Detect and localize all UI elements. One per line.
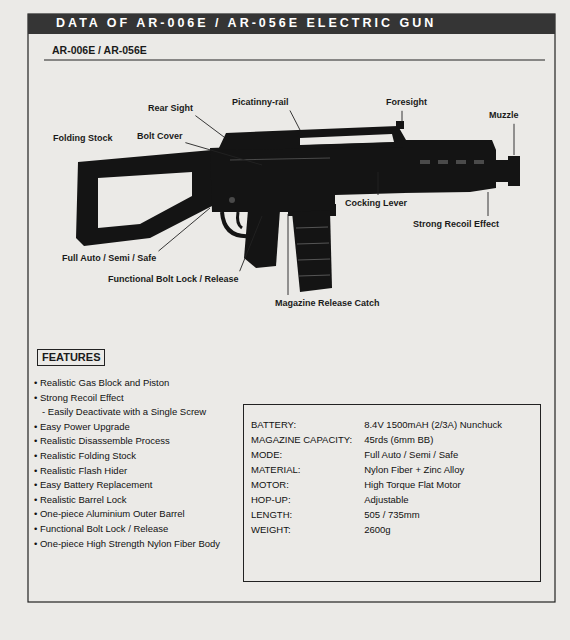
spec-cell: Adjustable (364, 494, 408, 505)
spec-cell: MATERIAL: (251, 464, 300, 475)
spec-cell: 2600g (364, 524, 390, 535)
pistol-grip (244, 210, 280, 268)
spec-cell: BATTERY: (251, 419, 296, 430)
spec-cell: Nylon Fiber + Zinc Alloy (364, 464, 464, 475)
spec-cell: 505 / 735mm (364, 509, 419, 520)
part-label: Foresight (386, 97, 427, 108)
spec-cell: Full Auto / Semi / Safe (364, 449, 458, 460)
leader-line (402, 111, 403, 122)
leader-line (290, 110, 300, 130)
header-bar (28, 14, 555, 34)
part-label: Picatinny-rail (232, 97, 289, 108)
part-label: Bolt Cover (137, 131, 183, 142)
handguard (403, 140, 496, 193)
part-label: Cocking Lever (345, 198, 407, 209)
part-label: Full Auto / Semi / Safe (62, 253, 156, 264)
rib (299, 275, 330, 276)
rib (296, 227, 328, 228)
feature-item: • Easy Power Upgrade (34, 421, 130, 432)
folding-stock (76, 150, 214, 246)
part-label: Magazine Release Catch (275, 298, 380, 309)
spec-cell: HOP-UP: (251, 494, 291, 505)
feature-item: • One-piece High Strength Nylon Fiber Bo… (34, 538, 220, 549)
page-title: DATA OF AR-006E / AR-056E ELECTRIC GUN (56, 16, 436, 31)
selector (229, 197, 235, 203)
magazine-ribs (296, 227, 330, 276)
section-heading-box: FEATURES (37, 349, 105, 366)
foresight-post (396, 121, 404, 129)
leader-line (185, 143, 262, 165)
spec-cell: MODE: (251, 449, 282, 460)
spec-cell: High Torque Flat Motor (364, 479, 460, 490)
divider-line (44, 60, 545, 61)
part-label: Functional Bolt Lock / Release (108, 274, 239, 285)
feature-item: • Functional Bolt Lock / Release (34, 523, 168, 534)
trigger (238, 212, 243, 228)
spec-table-frame (243, 404, 541, 582)
leader-line (288, 214, 289, 295)
page-frame (28, 14, 555, 602)
model-subtitle: AR-006E / AR-056E (52, 44, 147, 57)
trigger-guard (222, 212, 250, 236)
leader-line (378, 172, 379, 195)
barrel (494, 160, 510, 182)
part-label: Rear Sight (148, 103, 193, 114)
vent (456, 160, 466, 164)
spec-cell: LENGTH: (251, 509, 292, 520)
part-label: Muzzle (489, 110, 519, 121)
feature-item: • Realistic Flash Hider (34, 465, 127, 476)
leader-line (488, 192, 489, 216)
spec-cell: WEIGHT: (251, 524, 291, 535)
gun-illustration (76, 121, 520, 292)
feature-item: • Realistic Gas Block and Piston (34, 377, 169, 388)
carry-handle (218, 126, 406, 150)
section-heading: FEATURES (42, 351, 100, 364)
leader-line (514, 124, 515, 155)
feature-item: • Realistic Folding Stock (34, 450, 136, 461)
handguard-vents (420, 160, 484, 164)
feature-item: • Easy Battery Replacement (34, 479, 152, 490)
leader-lines (158, 110, 514, 295)
spec-cell: MOTOR: (251, 479, 289, 490)
leader-line (195, 116, 224, 137)
part-label: Folding Stock (53, 133, 113, 144)
vent (438, 160, 448, 164)
magazine (292, 210, 332, 292)
feature-item: - Easily Deactivate with a Single Screw (42, 406, 206, 417)
spec-cell: 8.4V 1500mAH (2/3A) Nunchuck (364, 419, 502, 430)
vent (474, 160, 484, 164)
leader-line (240, 216, 262, 271)
vent (420, 160, 430, 164)
rib (297, 243, 329, 244)
feature-item: • Realistic Barrel Lock (34, 494, 127, 505)
feature-item: • One-piece Aluminium Outer Barrel (34, 508, 185, 519)
part-label: Strong Recoil Effect (413, 219, 499, 230)
leader-line (158, 208, 210, 251)
feature-item: • Strong Recoil Effect (34, 392, 124, 403)
flash-hider (508, 156, 520, 186)
spec-cell: 45rds (6mm BB) (364, 434, 433, 445)
feature-item: • Realistic Disassemble Process (34, 435, 170, 446)
rib (298, 259, 330, 260)
spec-cell: MAGAZINE CAPACITY: (251, 434, 352, 445)
